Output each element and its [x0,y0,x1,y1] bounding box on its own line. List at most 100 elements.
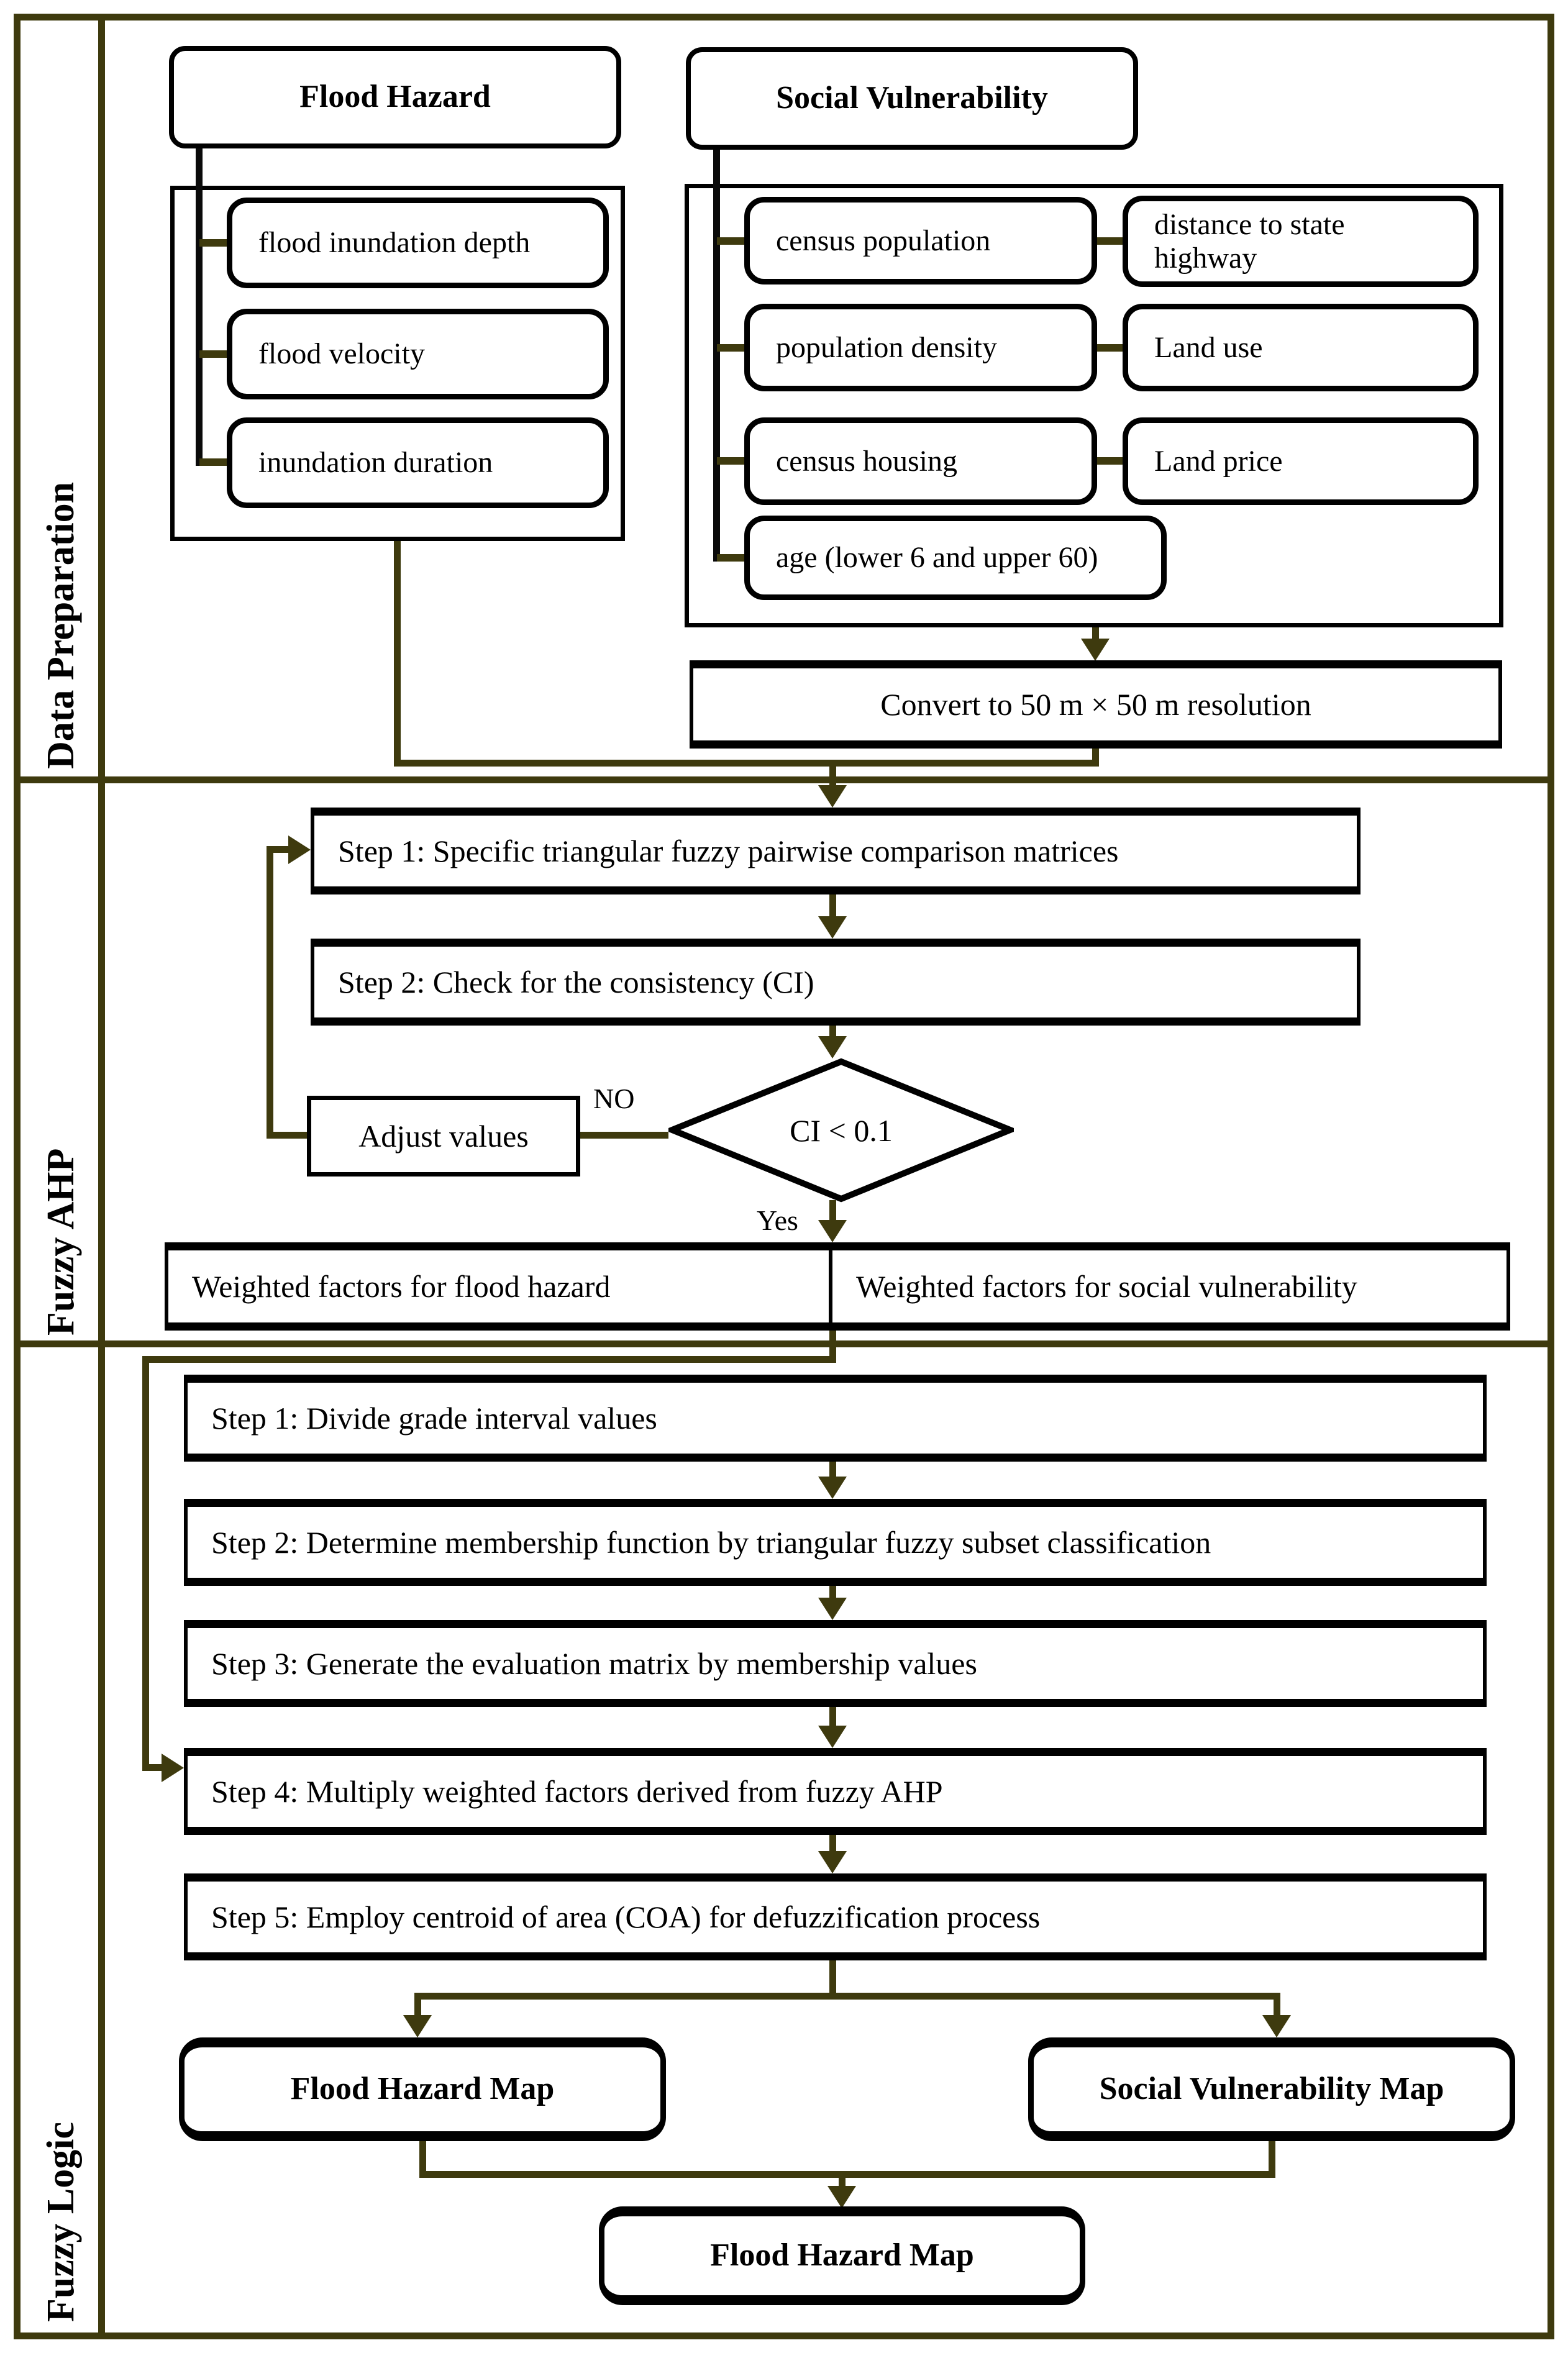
convert-label: Convert to 50 m × 50 m resolution [880,687,1311,722]
ci-decision-diamond: CI < 0.1 [663,1058,1019,1203]
fl-arrow2-line [829,1586,836,1600]
post-step5-line [829,1960,836,2000]
wrap-vertical-line [142,1356,149,1771]
weighted-social-label: Weighted factors for social vulnerabilit… [856,1269,1357,1304]
outer-border [14,14,1554,2339]
sidebar-label-fuzzy-logic: Fuzzy Logic [40,2122,82,2322]
fl-arrow1-head [818,1477,847,1499]
fl-arrow4-head [818,1851,847,1873]
no-label: NO [593,1083,635,1114]
section-divider-2 [14,1340,1554,1347]
ahp-arrow2-line [829,1026,836,1038]
weighted-flood-label: Weighted factors for flood hazard [192,1269,611,1304]
flood-stub-2 [199,350,228,358]
item-label: inundation duration [258,446,493,480]
fl-step4-box: Step 4: Multiply weighted factors derive… [184,1748,1487,1835]
flood-stub-3 [199,458,228,466]
no-branch-line [580,1132,668,1139]
social-trunk-line [713,150,720,562]
chain-drop-to-ahp [829,760,836,788]
fl-step2-box: Step 2: Determine membership function by… [184,1499,1487,1586]
item-inundation-duration: inundation duration [227,417,609,508]
split-left-drop [414,1993,421,2018]
fl-arrow3-head [818,1726,847,1748]
item-label: Land use [1154,330,1263,364]
item-label: age (lower 6 and upper 60) [776,541,1098,575]
item-flood-inundation-depth: flood inundation depth [227,198,609,288]
fl-step3-label: Step 3: Generate the evaluation matrix b… [211,1646,977,1681]
item-census-population: census population [744,197,1097,284]
social-vulnerability-title-box: Social Vulnerability [686,47,1138,150]
item-land-price: Land price [1123,417,1479,505]
fl-arrow4-line [829,1835,836,1852]
item-label: Land price [1154,444,1283,478]
diamond-shape [663,1058,1019,1203]
weighted-social-box: Weighted factors for social vulnerabilit… [829,1242,1510,1331]
item-label: census housing [776,444,957,478]
convert-resolution-box: Convert to 50 m × 50 m resolution [690,660,1502,749]
social-map-arrowhead [1262,2015,1291,2037]
sidebar-label-data-preparation: Data Preparation [40,481,82,769]
social-to-convert-line [1092,627,1099,641]
loop-entry-line [267,846,291,853]
flood-trunk-line [196,148,203,466]
final-flood-hazard-map-label: Flood Hazard Map [710,2237,974,2273]
item-label: census population [776,224,991,257]
final-arrowhead [827,2186,856,2208]
social-vulnerability-map-box: Social Vulnerability Map [1028,2037,1515,2141]
social-right-stub-3 [1097,457,1123,465]
ahp-arrow1-line [829,894,836,918]
fl-step5-label: Step 5: Employ centroid of area (COA) fo… [211,1900,1041,1934]
loop-entry-arrowhead [288,835,311,864]
flood-container-drop-line [394,541,401,767]
wrap-drop-line [829,1331,836,1363]
section-divider-1 [14,776,1554,783]
junction-horizontal-line [394,760,1099,767]
ci-decision-label: CI < 0.1 [790,1113,893,1148]
fl-arrow2-head [818,1598,847,1620]
social-stub-3 [717,457,744,465]
flood-stub-1 [199,239,228,247]
item-land-use: Land use [1123,304,1479,391]
item-label: flood inundation depth [258,226,531,260]
split-right-drop [1274,1993,1280,2018]
merge-horizontal-line [419,2171,1275,2178]
ahp-step1-label: Step 1: Specific triangular fuzzy pairwi… [338,834,1119,868]
social-vulnerability-map-label: Social Vulnerability Map [1099,2071,1444,2107]
adjust-values-box: Adjust values [307,1096,580,1176]
split-horizontal-line [414,1993,1280,2000]
flood-hazard-title-box: Flood Hazard [169,46,621,148]
yes-label: Yes [757,1204,798,1236]
adjust-values-label: Adjust values [358,1119,529,1154]
sidebar-divider-line [98,14,105,2339]
fl-step5-box: Step 5: Employ centroid of area (COA) fo… [184,1873,1487,1960]
weighted-flood-box: Weighted factors for flood hazard [165,1242,832,1331]
item-label: population density [776,330,997,364]
wrap-horizontal-line [142,1356,836,1363]
diamond-arrowhead [818,1036,847,1058]
flood-map-drop-line [419,2141,426,2178]
step4-entry-arrowhead [162,1754,184,1782]
loop-horizontal-from-adjust [267,1132,307,1139]
ahp-step2-label: Step 2: Check for the consistency (CI) [338,965,814,999]
flood-hazard-map-box: Flood Hazard Map [179,2037,666,2141]
yes-branch-line [829,1200,836,1222]
item-label: distance to state highway [1154,207,1345,275]
social-map-drop-line [1269,2141,1275,2178]
final-flood-hazard-map-box: Flood Hazard Map [599,2206,1085,2305]
item-distance-to-state-highway: distance to state highway [1123,196,1479,287]
item-flood-velocity: flood velocity [227,309,609,399]
social-right-stub-1 [1097,237,1123,245]
social-right-stub-2 [1097,344,1123,352]
fl-step1-box: Step 1: Divide grade interval values [184,1375,1487,1462]
item-population-density: population density [744,304,1097,391]
final-drop-line [839,2171,846,2188]
ahp-step1-box: Step 1: Specific triangular fuzzy pairwi… [311,808,1361,894]
flood-hazard-title: Flood Hazard [299,79,491,115]
social-vulnerability-title: Social Vulnerability [776,80,1048,116]
loop-vertical-line [267,846,273,1139]
fl-arrow1-line [829,1462,836,1479]
fl-step2-label: Step 2: Determine membership function by… [211,1525,1211,1560]
ahp-arrow1-head [818,916,847,939]
